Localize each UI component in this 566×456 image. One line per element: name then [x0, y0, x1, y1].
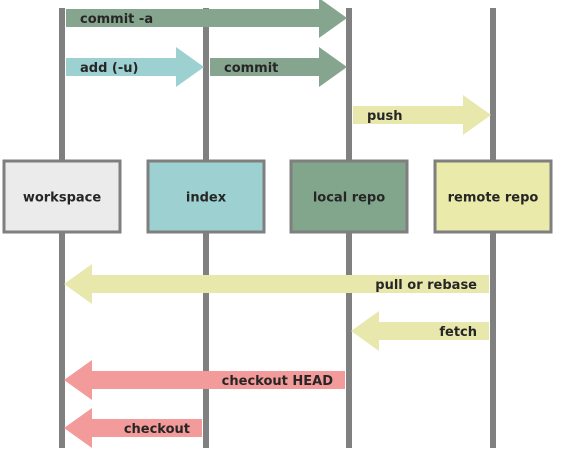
arrow-label-commit: commit — [224, 61, 278, 76]
box-rect-local-repo — [289, 159, 409, 234]
arrow-shape-checkout — [64, 408, 202, 448]
arrow-checkout-head: checkout HEAD — [64, 360, 345, 400]
box-index: index — [146, 159, 266, 234]
box-label-remote-repo: remote repo — [448, 191, 539, 206]
box-rect-remote-repo — [433, 159, 553, 234]
arrow-label-push: push — [367, 109, 403, 124]
box-remote-repo: remote repo — [433, 159, 553, 234]
box-workspace: workspace — [2, 159, 122, 234]
arrow-shape-add-u — [66, 47, 204, 87]
arrow-label-checkout-head: checkout HEAD — [222, 374, 334, 389]
box-rect-workspace — [2, 159, 122, 234]
arrow-fetch: fetch — [351, 311, 489, 351]
box-label-index: index — [186, 191, 227, 206]
arrow-shape-push — [353, 95, 491, 135]
arrow-label-checkout: checkout — [124, 422, 190, 437]
box-label-local-repo: local repo — [313, 191, 385, 206]
arrow-shape-fetch — [351, 311, 489, 351]
arrow-commit: commit — [210, 47, 347, 87]
arrow-shape-commit-a — [66, 0, 347, 38]
arrow-shape-pull-or-rebase — [64, 264, 489, 304]
arrow-add-u: add (-u) — [66, 47, 204, 87]
arrow-checkout: checkout — [64, 408, 202, 448]
arrow-label-add-u: add (-u) — [80, 61, 138, 76]
arrow-shape-commit — [210, 47, 347, 87]
arrow-label-pull-or-rebase: pull or rebase — [375, 278, 477, 293]
arrow-commit-a: commit -a — [66, 0, 347, 38]
arrow-shape-checkout-head — [64, 360, 345, 400]
arrow-push: push — [353, 95, 491, 135]
arrow-pull-or-rebase: pull or rebase — [64, 264, 489, 304]
box-rect-index — [146, 159, 266, 234]
box-label-workspace: workspace — [23, 191, 102, 206]
arrow-label-fetch: fetch — [439, 325, 477, 340]
arrow-label-commit-a: commit -a — [80, 12, 153, 27]
box-local-repo: local repo — [289, 159, 409, 234]
